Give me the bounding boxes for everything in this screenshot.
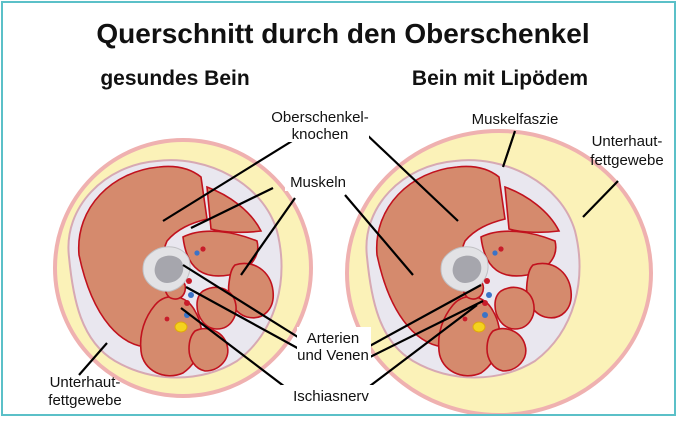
fat-right-label-line2: fettgewebe bbox=[590, 152, 663, 169]
diagram-frame: Querschnitt durch den Oberschenkel gesun… bbox=[1, 1, 676, 416]
fascia-label: Muskelfaszie bbox=[472, 111, 559, 128]
lipedema-leg-heading: Bein mit Lipödem bbox=[412, 67, 588, 90]
diagram-title: Querschnitt durch den Oberschenkel bbox=[96, 18, 589, 49]
fat-left-label-line2: fettgewebe bbox=[48, 392, 121, 409]
muscles-label: Muskeln bbox=[290, 174, 346, 191]
fat-left-label-line1: Unterhaut- bbox=[50, 374, 121, 391]
healthy-thigh-muscles bbox=[68, 160, 281, 377]
thigh-cross-section-diagram: Querschnitt durch den Oberschenkel gesun… bbox=[3, 3, 676, 416]
bone-label-line2: knochen bbox=[292, 126, 349, 143]
vessels-label-line2: und Venen bbox=[297, 347, 369, 364]
lipedema-leg-cross-section bbox=[347, 131, 651, 415]
bone-label-line1: Oberschenkel- bbox=[271, 109, 369, 126]
vessels-label-line1: Arterien bbox=[307, 330, 360, 347]
fat-right-label-line1: Unterhaut- bbox=[592, 133, 663, 150]
lipedema-thigh-muscles bbox=[366, 160, 579, 377]
healthy-leg-heading: gesundes Bein bbox=[100, 67, 249, 90]
nerve-label: Ischiasnerv bbox=[293, 388, 369, 405]
